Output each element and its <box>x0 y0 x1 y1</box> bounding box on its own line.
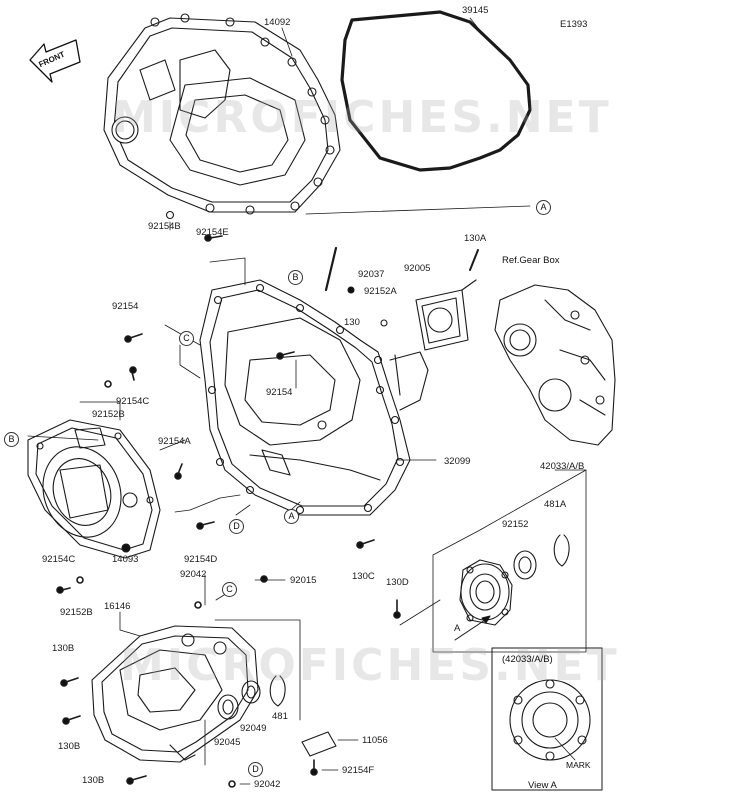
crankcase-cover-32099 <box>199 279 429 516</box>
part-label-92042-top[interactable]: 92042 <box>180 569 207 580</box>
part-label-92154F[interactable]: 92154F <box>342 765 375 776</box>
part-label-92154-mid[interactable]: 92154 <box>266 387 293 398</box>
part-label-481A[interactable]: 481A <box>544 499 567 510</box>
part-label-130D[interactable]: 130D <box>386 577 409 588</box>
part-label-92154A[interactable]: 92154A <box>158 436 191 447</box>
gear-box-reference <box>494 284 616 446</box>
part-label-92152B-bot[interactable]: 92152B <box>60 607 93 618</box>
part-label-32099[interactable]: 32099 <box>444 456 471 467</box>
callout-d-mid: D <box>229 519 244 534</box>
bracket-11056 <box>301 731 337 757</box>
part-label-92154-top[interactable]: 92154 <box>112 301 139 312</box>
ref-gear-box-label[interactable]: Ref.Gear Box <box>502 255 560 266</box>
part-label-130B-2[interactable]: 130B <box>58 741 81 752</box>
part-label-92045[interactable]: 92045 <box>214 737 241 748</box>
view-title: (42033/A/B) <box>502 654 553 665</box>
part-label-130A[interactable]: 130A <box>464 233 487 244</box>
callout-b-top: B <box>288 270 303 285</box>
part-label-11056[interactable]: 11056 <box>362 735 388 746</box>
cover-16146 <box>91 625 259 763</box>
callout-b-left: B <box>4 432 19 447</box>
part-label-92154C-top[interactable]: 92154C <box>116 396 150 407</box>
part-label-42033[interactable]: 42033/A/B <box>540 461 585 472</box>
part-label-92049[interactable]: 92049 <box>240 723 267 734</box>
part-label-16146[interactable]: 16146 <box>104 601 131 612</box>
part-label-92015[interactable]: 92015 <box>290 575 317 586</box>
gasket-39145 <box>340 10 532 172</box>
callout-c-top: C <box>179 331 194 346</box>
watermark-top: MICROFICHES.NET <box>112 92 612 143</box>
view-a-box <box>491 647 603 791</box>
arrow-a-label: A <box>454 623 461 634</box>
watermark-bottom: MICROFICHES.NET <box>120 640 620 691</box>
part-label-130[interactable]: 130 <box>344 317 360 328</box>
part-label-130B-3[interactable]: 130B <box>82 775 105 786</box>
callout-a-mid: A <box>284 509 299 524</box>
part-label-14093[interactable]: 14093 <box>112 554 139 565</box>
clutch-cover-14092 <box>103 13 341 220</box>
bearing-housing-42033 <box>459 534 570 626</box>
mark-label: MARK <box>566 760 591 770</box>
callout-c-bot: C <box>222 582 237 597</box>
part-label-39145[interactable]: 39145 <box>462 5 489 16</box>
callout-a-top: A <box>536 200 551 215</box>
part-label-92042-bot[interactable]: 92042 <box>254 779 281 790</box>
part-label-92154B[interactable]: 92154B <box>148 221 181 232</box>
left-cover-14093 <box>27 419 161 559</box>
front-arrow-icon <box>29 39 81 83</box>
part-label-130B-1[interactable]: 130B <box>52 643 75 654</box>
part-label-92152[interactable]: 92152 <box>502 519 529 530</box>
part-label-92154E[interactable]: 92154E <box>196 227 229 238</box>
callout-d-bot: D <box>248 762 263 777</box>
leader-lines <box>169 17 531 231</box>
part-label-92154C-bot[interactable]: 92154C <box>42 554 76 565</box>
stud-92037 <box>324 246 388 327</box>
part-label-92154D[interactable]: 92154D <box>184 554 218 565</box>
part-label-481[interactable]: 481 <box>272 711 288 722</box>
part-label-14092[interactable]: 14092 <box>264 17 291 28</box>
bolts <box>56 234 401 788</box>
view-a-label: View A <box>528 780 557 791</box>
gasket-92005 <box>415 249 479 351</box>
diagram-code: E1393 <box>560 19 588 30</box>
part-label-130C[interactable]: 130C <box>352 571 375 582</box>
part-label-92152B-top[interactable]: 92152B <box>92 409 125 420</box>
part-label-92037[interactable]: 92037 <box>358 269 385 280</box>
view-arrow-icon <box>454 615 491 641</box>
oil-seals <box>217 675 286 720</box>
part-label-92005[interactable]: 92005 <box>404 263 431 274</box>
part-label-92152A[interactable]: 92152A <box>364 286 397 297</box>
